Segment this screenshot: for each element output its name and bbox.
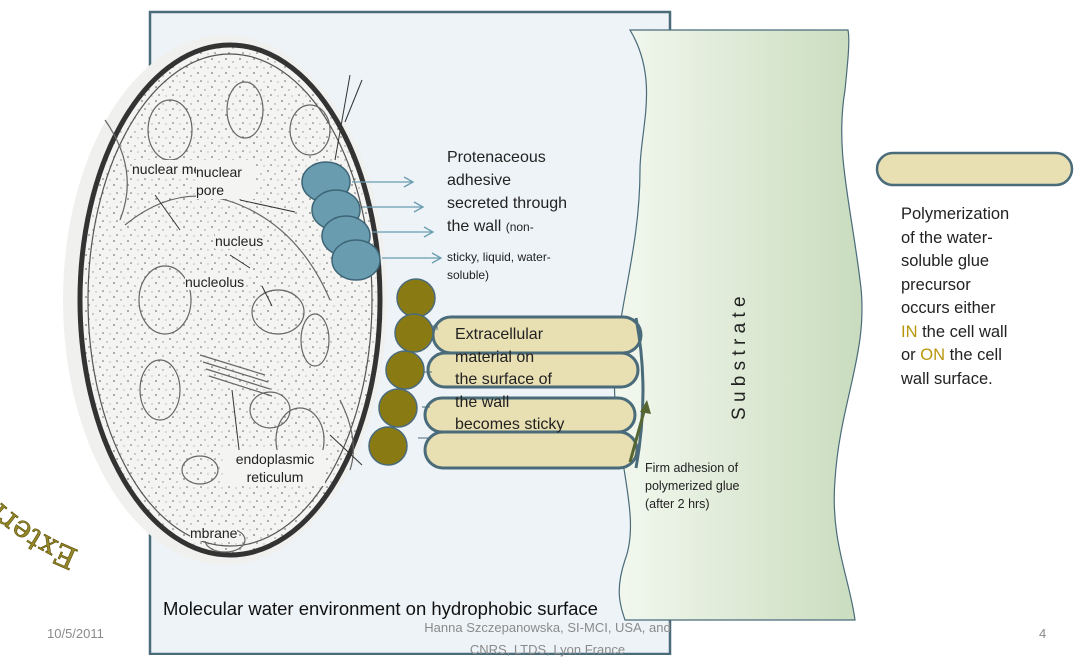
footer-author: Hanna Szczepanowska, SI-MCI, USA, and CN…: [380, 617, 715, 661]
extracellular-description: Extracellular material on the surface of…: [455, 324, 564, 437]
bottom-caption: Molecular water environment on hydrophob…: [163, 598, 598, 620]
footer-page-number: 4: [1039, 626, 1046, 641]
protein-description: Protenaceous adhesive secreted through t…: [447, 146, 567, 239]
footer-date: 10/5/2011: [47, 626, 104, 641]
label-nucleolus: nucleolus: [185, 274, 244, 290]
substrate-label: S u b s t r a t e: [729, 296, 750, 420]
protein-note: sticky, liquid, water- soluble): [447, 248, 551, 284]
polymerization-text: Polymerization of the water- soluble glu…: [901, 203, 1009, 391]
label-membrane: mbrane: [190, 525, 237, 541]
label-nucleus: nucleus: [215, 233, 263, 249]
precursor-pill: [877, 153, 1072, 185]
label-nuclear-pore: nuclear pore: [196, 163, 256, 199]
label-endoplasmic-reticulum: endoplasmic reticulum: [225, 450, 325, 486]
firm-adhesion-text: Firm adhesion of polymerized glue (after…: [645, 459, 740, 513]
